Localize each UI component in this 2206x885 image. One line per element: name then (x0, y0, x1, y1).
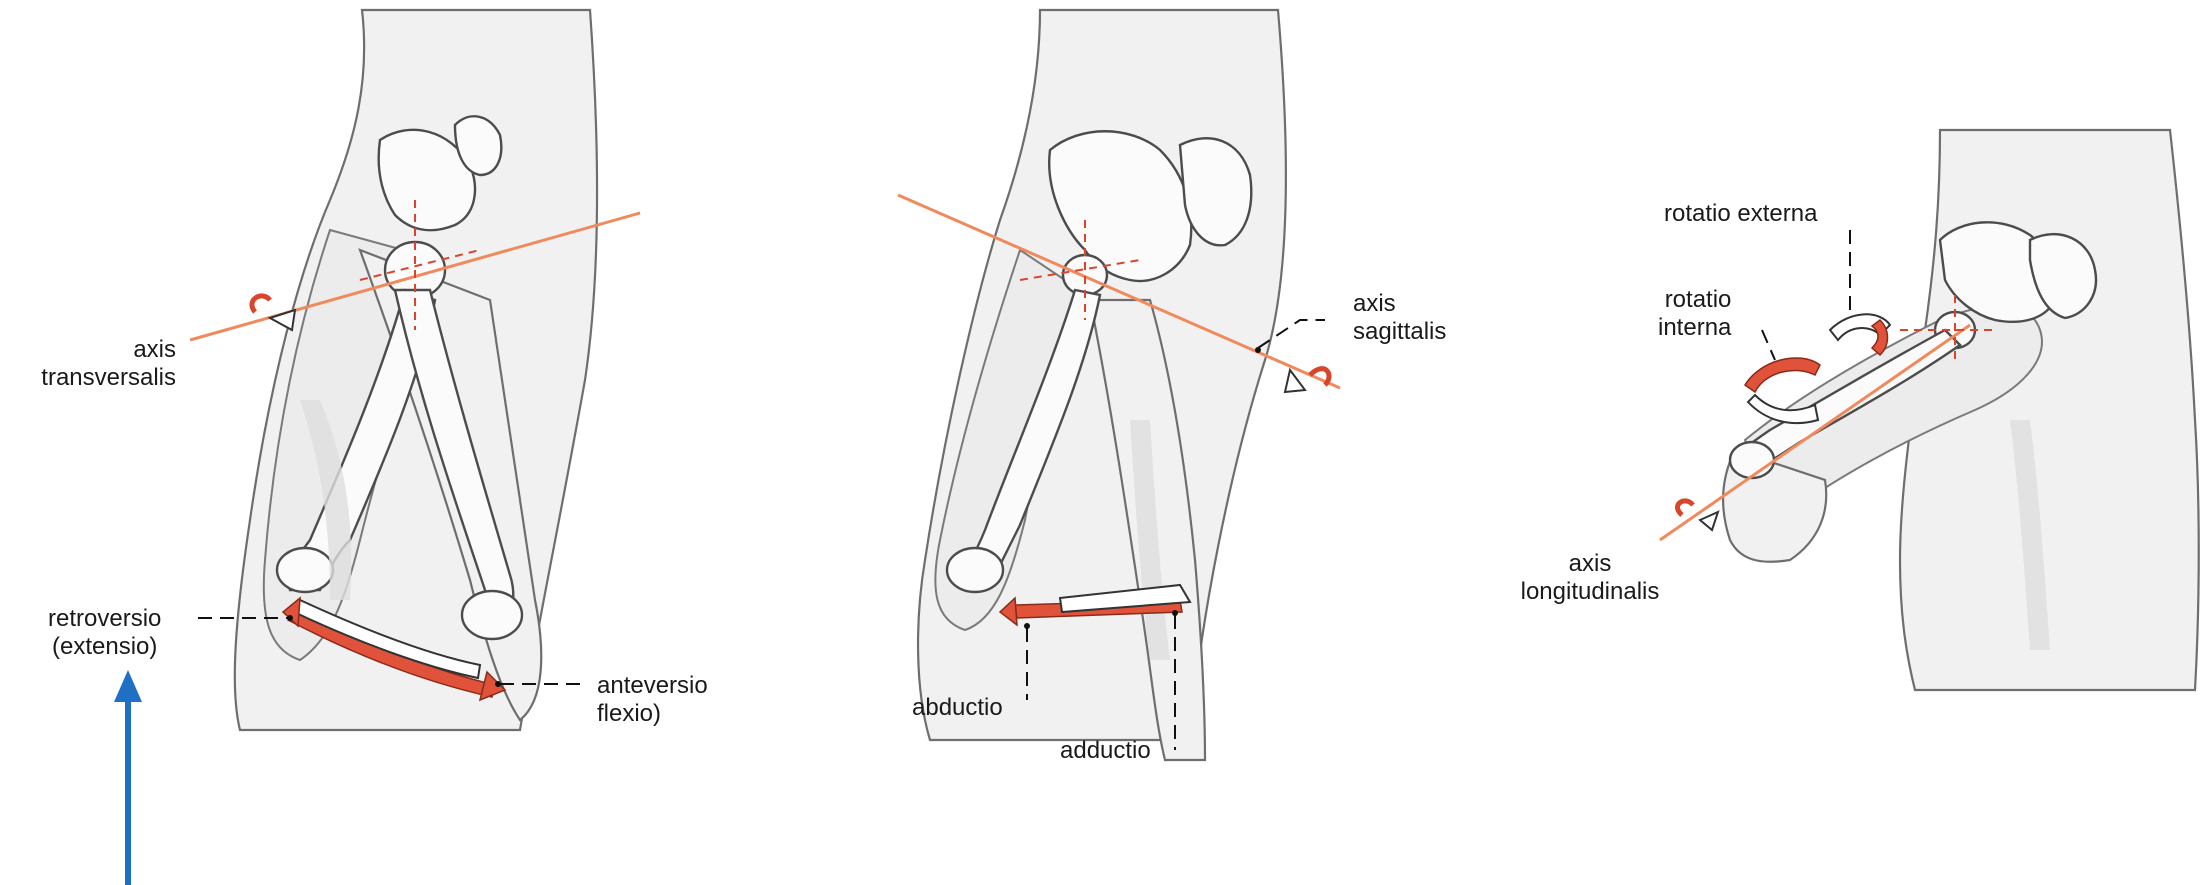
anteversio-line-1: anteversio (597, 672, 708, 700)
axis-label-line-1: axis (1353, 290, 1446, 318)
rotatio-externa-label: rotatio externa (1664, 200, 1817, 228)
axis-label-line-2: transversalis (41, 364, 176, 392)
axis-label-line-1: axis (1500, 550, 1680, 578)
abductio-label: abductio (912, 694, 1003, 722)
anteversio-label: anteversio flexio) (597, 672, 708, 728)
axis-transversalis-label: axis transversalis (41, 336, 176, 392)
panel-1-figure (190, 10, 640, 730)
rotatio-interna-line-2: interna (1658, 314, 1731, 342)
adductio-label: adductio (1060, 737, 1151, 765)
axis-label-line-1: axis (41, 336, 176, 364)
pointer-arrow (114, 670, 142, 885)
axis-sagittalis-label: axis sagittalis (1353, 290, 1446, 346)
axis-longitudinalis-label: axis longitudinalis (1500, 550, 1680, 606)
axis-label-line-2: longitudinalis (1500, 578, 1680, 606)
rotatio-interna-label: rotatio interna (1658, 286, 1731, 342)
retroversio-line-2: (extensio) (48, 633, 161, 661)
axis-label-line-2: sagittalis (1353, 318, 1446, 346)
retroversio-line-1: retroversio (48, 605, 161, 633)
anteversio-line-2: flexio) (597, 700, 708, 728)
rotatio-interna-line-1: rotatio (1658, 286, 1731, 314)
panel-2-figure (898, 10, 1340, 760)
retroversio-label: retroversio (extensio) (48, 605, 161, 661)
